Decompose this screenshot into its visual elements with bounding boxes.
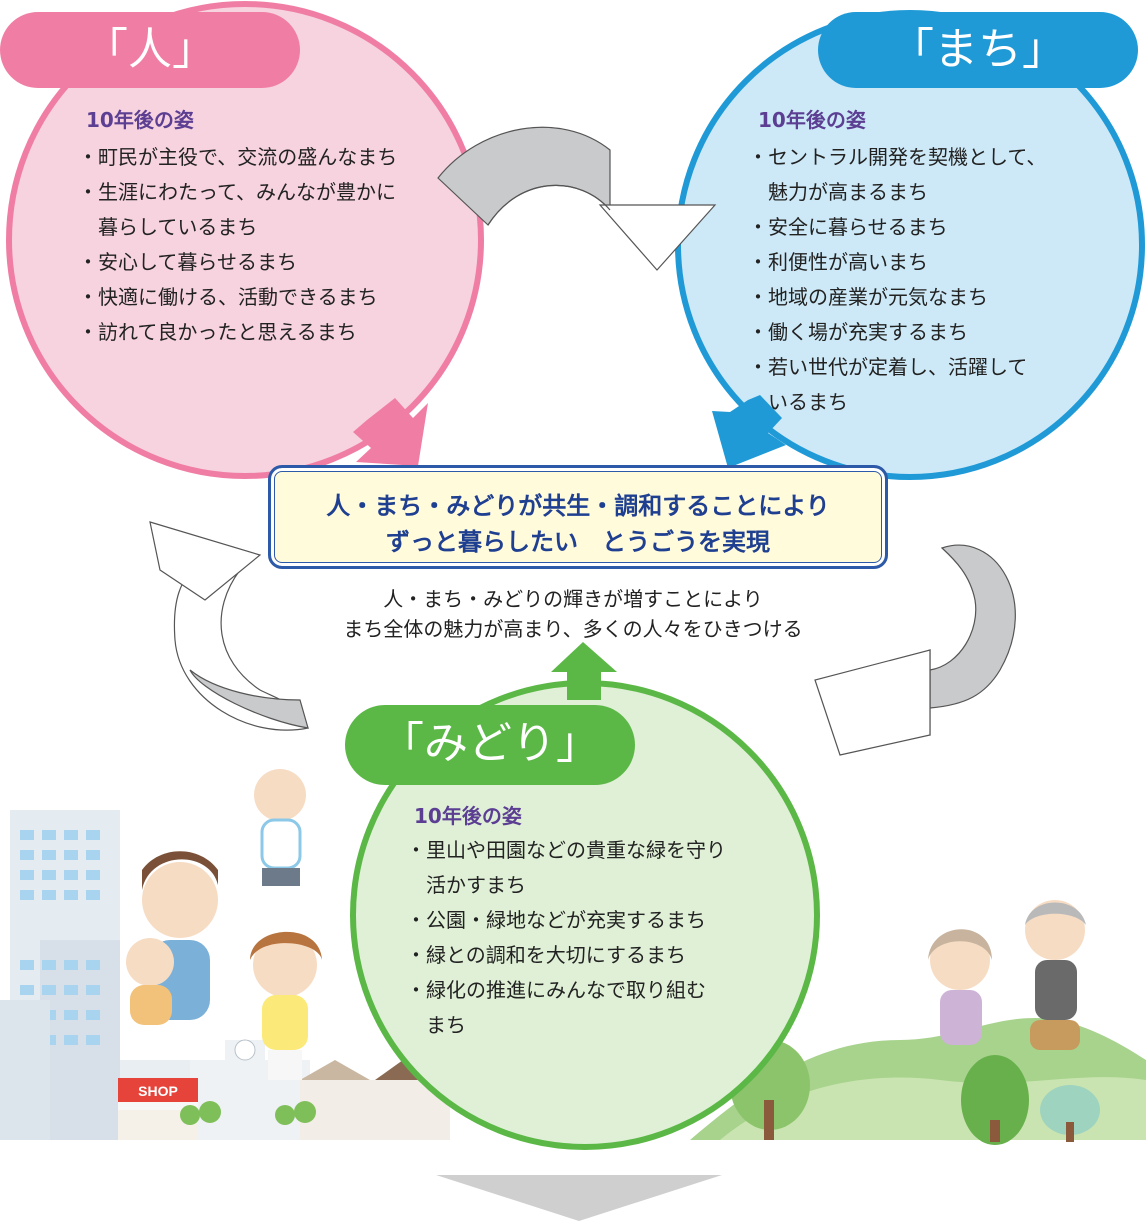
elderly-figures [928, 900, 1086, 1050]
list-item: ・生涯にわたって、みんなが豊かに [78, 180, 396, 204]
machi-heading: 10年後の姿 [758, 108, 866, 132]
city-buildings [0, 810, 450, 1140]
family-figures [126, 769, 322, 1080]
machi-title-pill [818, 12, 1138, 88]
bottom-down-arrow [436, 1175, 722, 1221]
list-item: ・公園・緑地などが充実するまち [406, 908, 706, 932]
hito-down-arrow [353, 398, 428, 466]
list-item: ・安全に暮らせるまち [748, 215, 948, 239]
list-item: ・安心して暮らせるまち [78, 250, 297, 274]
list-item: ・里山や田園などの貴重な緑を守り [406, 838, 726, 862]
subtext-line1: 人・まち・みどりの輝きが増すことにより [383, 587, 763, 611]
list-item: ・訪れて良かったと思えるまち [78, 320, 357, 344]
list-item: ・地域の産業が元気なまち [748, 285, 988, 309]
list-item: ・働く場が充実するまち [748, 320, 968, 344]
list-item: 活かすまち [406, 873, 526, 897]
list-item: ・快適に働ける、活動できるまち [78, 285, 378, 309]
machi-list: ・セントラル開発を契機として、 魅力が高まるまち ・安全に暮らせるまち ・利便性… [748, 140, 1046, 420]
green-hills [690, 1017, 1146, 1145]
midori-title: 「みどり」 [380, 718, 600, 769]
center-goal-line2: ずっと暮らしたい とうごうを実現 [386, 528, 770, 556]
list-item: ・若い世代が定着し、活躍して [748, 355, 1028, 379]
hito-title-pill [0, 12, 300, 88]
midori-up-arrow [551, 642, 617, 700]
list-item: ・利便性が高いまち [748, 250, 928, 274]
midori-list: ・里山や田園などの貴重な緑を守り 活かすまち ・公園・緑地などが充実するまち ・… [406, 833, 726, 1043]
cycle-arrow-left [149, 521, 309, 731]
list-item: ・緑との調和を大切にするまち [406, 943, 686, 967]
list-item: 魅力が高まるまち [748, 180, 928, 204]
center-goal-line1: 人・まち・みどりが共生・調和することにより [326, 492, 830, 520]
hito-circle [6, 1, 484, 479]
list-item: ・町民が主役で、交流の盛んなまち [78, 145, 398, 169]
machi-down-arrow [712, 395, 786, 468]
shop-sign: SHOP [138, 1083, 178, 1099]
cycle-arrow-right [814, 544, 1016, 756]
center-goal-box: 人・まち・みどりが共生・調和することにより ずっと暮らしたい とうごうを実現 [268, 465, 888, 569]
machi-title: 「まち」 [890, 24, 1066, 75]
hito-heading: 10年後の姿 [86, 108, 194, 132]
hito-title: 「人」 [84, 24, 216, 75]
list-item: ・緑化の推進にみんなで取り組む [406, 978, 706, 1002]
hito-list: ・町民が主役で、交流の盛んなまち ・生涯にわたって、みんなが豊かに 暮らしている… [78, 140, 397, 350]
list-item: 暮らしているまち [78, 215, 258, 239]
subtext-line2: まち全体の魅力が高まり、多くの人々をひきつける [343, 617, 803, 641]
list-item: まち [406, 1013, 466, 1037]
list-item: ・セントラル開発を契機として、 [748, 145, 1047, 169]
list-item: いるまち [748, 390, 848, 414]
midori-title-pill [345, 705, 635, 785]
cycle-arrow-top [437, 126, 717, 271]
midori-heading: 10年後の姿 [414, 804, 522, 828]
small-trees [180, 1101, 316, 1125]
